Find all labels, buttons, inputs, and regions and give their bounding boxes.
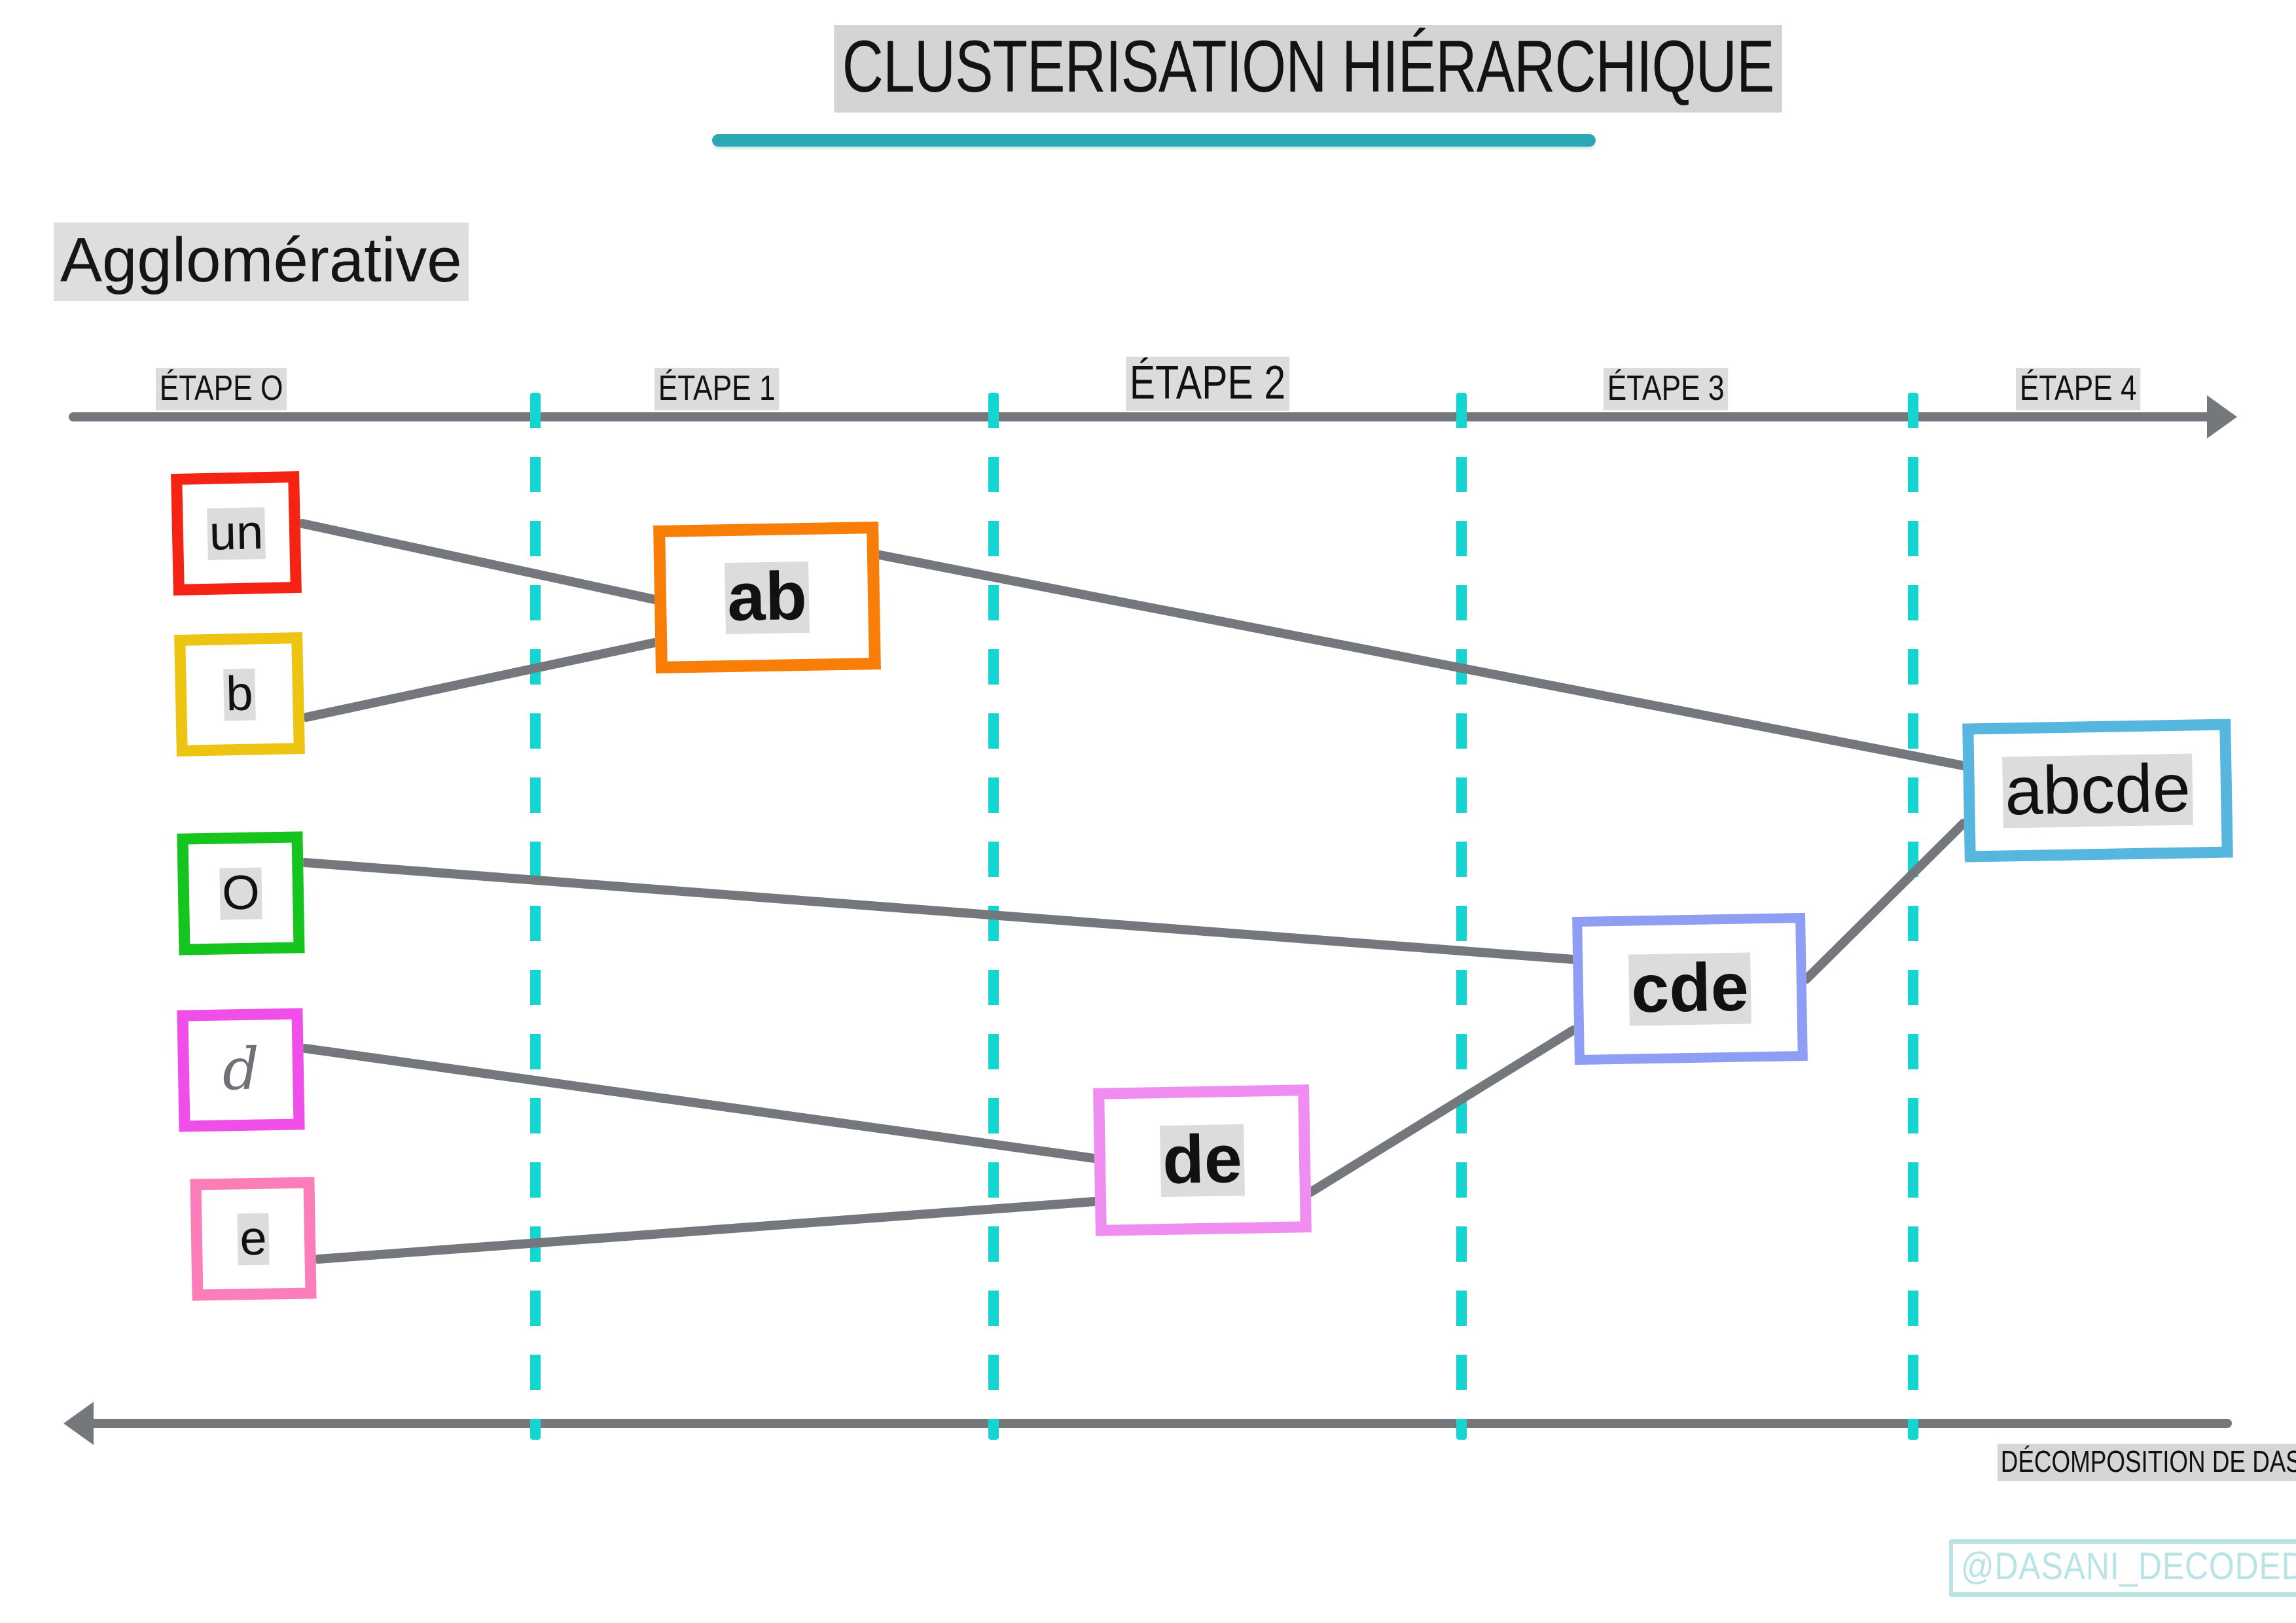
cluster-node-d[interactable]: d (177, 1008, 305, 1132)
step-label-3: ÉTAPE 3 (1604, 368, 1729, 410)
link-b-to-ab (302, 638, 659, 722)
cluster-node-label-e: e (237, 1210, 270, 1265)
axis-left-arrow-icon (63, 1402, 94, 1445)
step-axis-bottom (79, 1419, 2232, 1428)
cluster-node-label-c: O (219, 865, 262, 920)
title-container: CLUSTERISATION HIÉRARCHIQUE (700, 25, 1783, 113)
link-c-to-cde (300, 858, 1578, 964)
step-separator-1 (530, 393, 541, 1440)
cluster-node-a[interactable]: un (171, 471, 302, 596)
credit-label: DÉCOMPOSITION DE DASANI (1998, 1444, 2296, 1481)
page-title: CLUSTERISATION HIÉRARCHIQUE (834, 25, 1783, 113)
link-a-to-ab (298, 519, 659, 604)
link-ab-to-abcde (875, 550, 1968, 770)
step-label-4: ÉTAPE 4 (2016, 368, 2141, 410)
cluster-node-e[interactable]: e (190, 1177, 317, 1301)
section-heading: Agglomérative (54, 223, 469, 301)
cluster-node-label-cde: cde (1628, 949, 1751, 1027)
cluster-node-c[interactable]: O (177, 831, 305, 955)
cluster-node-label-d: d (221, 1035, 260, 1103)
cluster-node-de[interactable]: de (1093, 1084, 1312, 1236)
cluster-node-label-b: b (223, 666, 256, 721)
cluster-node-label-a: un (207, 505, 266, 560)
step-label-2: ÉTAPE 2 (1126, 357, 1289, 411)
step-label-1: ÉTAPE 1 (655, 368, 780, 410)
cluster-node-cde[interactable]: cde (1572, 912, 1808, 1065)
step-separator-3 (1456, 393, 1467, 1440)
axis-right-arrow-icon (2207, 395, 2237, 438)
link-d-to-de (300, 1044, 1099, 1163)
cluster-node-abcde[interactable]: abcde (1962, 719, 2233, 863)
step-separator-4 (1908, 393, 1918, 1440)
link-de-to-cde (1306, 1026, 1578, 1197)
watermark-badge: @DASANI_DECODED (1949, 1539, 2296, 1597)
link-e-to-de (314, 1197, 1099, 1264)
step-axis-top (69, 412, 2232, 421)
title-underline (712, 134, 1596, 147)
link-cde-to-abcde (1802, 819, 1968, 984)
cluster-node-label-abcde: abcde (2002, 750, 2193, 829)
step-label-0: ÉTAPE O (156, 368, 287, 410)
cluster-node-ab[interactable]: ab (653, 522, 881, 673)
cluster-node-b[interactable]: b (174, 632, 305, 757)
cluster-node-label-ab: ab (725, 558, 810, 635)
cluster-node-label-de: de (1160, 1120, 1245, 1198)
